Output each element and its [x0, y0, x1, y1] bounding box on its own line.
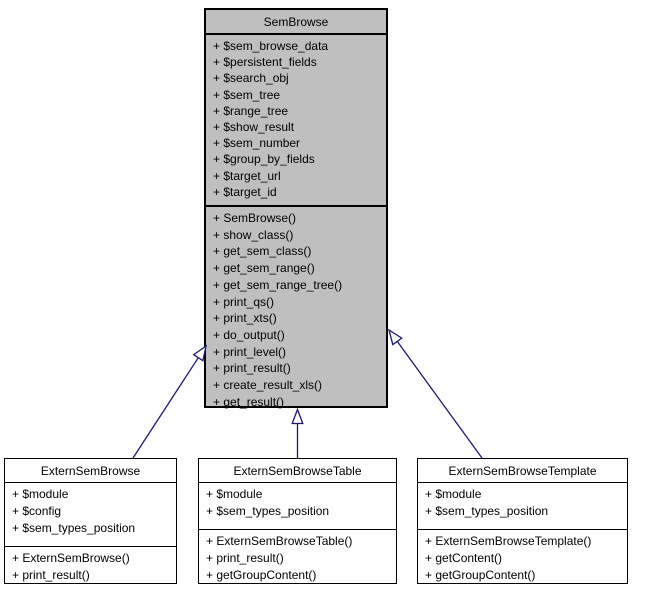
- class-methods-section: + ExternSemBrowse() + print_result(): [5, 547, 176, 586]
- inheritance-arrow-externsembrowsetable: [291, 407, 304, 458]
- member-row: + print_xts(): [213, 311, 277, 326]
- member-row: + show_class(): [213, 227, 294, 242]
- member-row: + $persistent_fields: [213, 55, 317, 70]
- member-row: + $sem_tree: [213, 87, 281, 102]
- member-row: + $sem_types_position: [425, 504, 549, 518]
- member-row: + $sem_browse_data: [213, 39, 329, 53]
- class-title[interactable]: ExternSemBrowseTable: [199, 459, 396, 483]
- member-row: + $module: [206, 487, 263, 501]
- member-row: + $show_result: [213, 120, 295, 135]
- class-fields-section: + $sem_browse_data+ $persistent_fields+ …: [206, 35, 386, 207]
- member-row: + print_result(): [12, 568, 90, 582]
- class-node-externsembrowsetable[interactable]: ExternSemBrowseTable + $module + $sem_typ…: [198, 458, 397, 584]
- class-methods-section: + SemBrowse() + show_class() + get_sem_cla…: [206, 207, 386, 412]
- member-row: + $config: [12, 504, 62, 518]
- member-row: + ExternSemBrowse(): [12, 551, 130, 565]
- member-row: + create_result_xls(): [213, 378, 323, 393]
- member-row: + print_qs(): [213, 294, 275, 309]
- member-row: + get_sem_class(): [213, 244, 312, 259]
- member-row: + getContent(): [425, 551, 503, 565]
- class-fields-section: + $module + $sem_types_position: [199, 483, 396, 530]
- member-row: + getGroupContent(): [425, 568, 536, 582]
- member-row: + $sem_types_position: [12, 521, 136, 535]
- member-row: + ExternSemBrowseTemplate(): [425, 534, 592, 548]
- member-row: + $target_url: [213, 168, 281, 183]
- class-node-externsembrowsetemplate[interactable]: ExternSemBrowseTemplate + $module + $sem_…: [417, 458, 628, 584]
- member-row: + get_sem_range(): [213, 261, 315, 276]
- member-row: + $group_by_fields: [213, 152, 315, 167]
- class-title[interactable]: ExternSemBrowse: [5, 459, 176, 483]
- inheritance-arrow-externsembrowse: [132, 344, 207, 459]
- inheritance-arrow-externsembrowsetemplate: [387, 328, 483, 459]
- member-row: + $target_id: [213, 184, 277, 199]
- member-row: + SemBrowse(): [213, 211, 297, 225]
- member-row: + getGroupContent(): [206, 568, 317, 582]
- member-row: + print_result(): [213, 361, 291, 376]
- member-row: + $sem_types_position: [206, 504, 330, 518]
- member-row: + $module: [425, 487, 482, 501]
- class-node-sembrowse[interactable]: SemBrowse + $sem_browse_data + $persisten…: [204, 8, 388, 409]
- member-row: + ExternSemBrowseTable(): [206, 534, 353, 548]
- class-title[interactable]: SemBrowse: [206, 10, 386, 35]
- member-row: + do_output(): [213, 327, 285, 342]
- class-title[interactable]: ExternSemBrowseTemplate: [418, 459, 627, 483]
- class-fields-section: + $module + $sem_types_position: [418, 483, 627, 530]
- class-fields-section: + $module + $config + $sem_types_position: [5, 483, 176, 547]
- member-row: + $search_obj: [213, 71, 289, 86]
- member-row: + print_level(): [213, 344, 287, 359]
- member-row: + print_result(): [206, 551, 284, 565]
- member-row: + $range_tree: [213, 103, 289, 118]
- member-row: + get_sem_range_tree(): [213, 277, 343, 292]
- member-row: + get_result(): [213, 394, 285, 409]
- member-row: + $module: [12, 487, 69, 501]
- class-methods-section: + ExternSemBrowseTemplate() + getContent(…: [418, 530, 627, 586]
- member-row: + $sem_number: [213, 136, 301, 151]
- class-methods-section: + ExternSemBrowseTable() + print_result()…: [199, 530, 396, 586]
- class-node-externsembrowse[interactable]: ExternSemBrowse + $module + $config + $sem…: [4, 458, 177, 584]
